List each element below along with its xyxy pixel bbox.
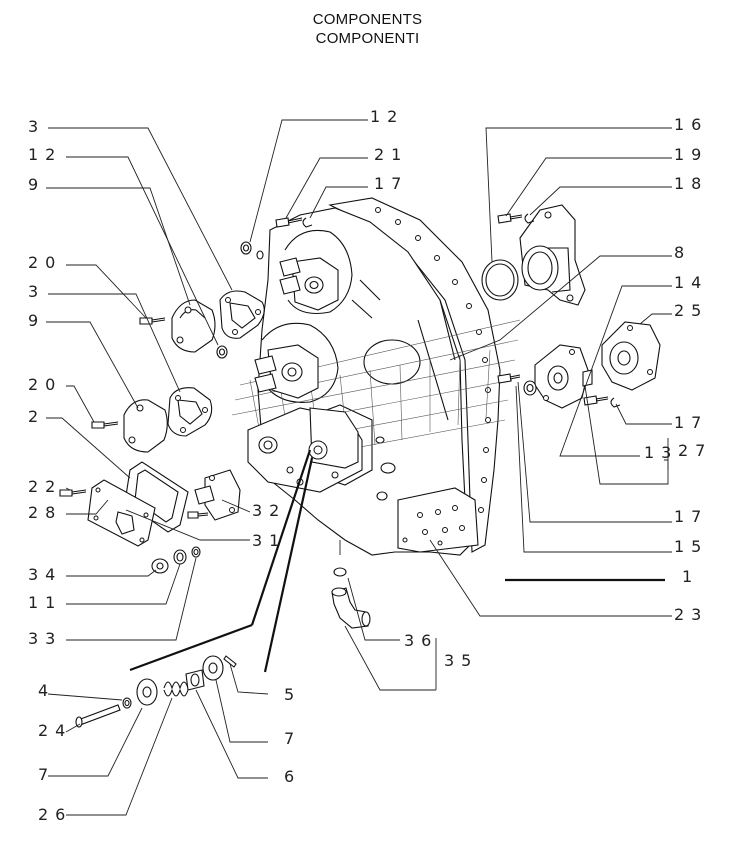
cap-7-right <box>202 655 224 681</box>
cap-7-left <box>136 678 158 706</box>
callout-7-right: 7 <box>284 729 301 748</box>
callout-18: 18 <box>674 174 708 193</box>
flange-bolt-holes <box>375 207 491 513</box>
callout-32: 32 <box>252 501 286 520</box>
clip-17-top <box>302 217 313 228</box>
callout-12-left: 12 <box>28 145 62 164</box>
washer-4 <box>122 697 132 709</box>
callout-7-left: 7 <box>38 765 55 784</box>
domed-cover-upper <box>171 299 216 353</box>
triangular-cover-plate-mid <box>167 387 213 437</box>
callout-9-top: 9 <box>28 175 45 194</box>
screw-17-low <box>497 373 521 384</box>
valve-block <box>247 407 363 493</box>
callout-27: 27 <box>678 441 712 460</box>
callout-35: 35 <box>444 651 478 670</box>
callout-16: 16 <box>674 115 708 134</box>
callout-28: 28 <box>28 503 62 522</box>
callout-36: 36 <box>404 631 438 650</box>
bolt-24 <box>75 704 121 728</box>
callout-17-mid: 17 <box>674 413 708 432</box>
callout-2: 2 <box>28 407 45 426</box>
screw-21 <box>275 217 303 228</box>
pump-body-14 <box>534 344 589 409</box>
screw-upper-left <box>139 317 166 325</box>
callout-23: 23 <box>674 605 708 624</box>
callout-13: 13 <box>644 443 678 462</box>
callout-22: 22 <box>28 477 62 496</box>
callout-4: 4 <box>38 681 55 700</box>
spring-26 <box>163 681 189 697</box>
mid-mounted-pump <box>254 344 319 399</box>
callout-25: 25 <box>674 301 708 320</box>
plug-12-top <box>240 241 264 260</box>
callout-34: 34 <box>28 565 62 584</box>
callout-8: 8 <box>674 243 691 262</box>
callout-20-mid: 20 <box>28 375 62 394</box>
callout-19: 19 <box>674 145 708 164</box>
elbow-fitting-35 <box>331 587 371 629</box>
o-ring-33 <box>191 546 201 558</box>
callout-33: 33 <box>28 629 62 648</box>
callout-12-top: 12 <box>370 107 404 126</box>
washer-11 <box>173 549 187 565</box>
flange-fitting-32 <box>194 469 241 521</box>
callout-3-mid: 3 <box>28 282 45 301</box>
callout-1: 1 <box>682 567 699 586</box>
o-ring-36 <box>333 567 347 577</box>
callout-14: 14 <box>674 273 708 292</box>
spool-6 <box>185 669 205 691</box>
cover-plate-with-boss <box>87 479 156 547</box>
plug-upper-left <box>216 345 228 359</box>
nut-34 <box>151 558 169 574</box>
assembly-line-valve <box>129 449 312 672</box>
callout-numbers: 3 12 9 20 3 9 20 2 22 28 34 11 33 4 24 7… <box>28 107 712 824</box>
o-ring-16 <box>481 259 519 301</box>
screw-22 <box>59 489 87 497</box>
domed-cover-mid <box>123 399 168 453</box>
upper-mounted-pump <box>279 257 339 311</box>
clip-18 <box>524 213 535 224</box>
screw-mid-left <box>91 421 119 429</box>
leader-lines <box>46 119 672 816</box>
callout-20-top: 20 <box>28 253 62 272</box>
screw-19 <box>497 213 523 224</box>
pin-5 <box>223 655 237 668</box>
callout-31: 31 <box>252 531 286 550</box>
diagram-title-it: COMPONENTI <box>315 30 420 47</box>
callout-5: 5 <box>284 685 301 704</box>
triangular-cover-plate-upper <box>219 290 265 339</box>
assembly-line-valve-2 <box>263 457 314 673</box>
callout-26: 26 <box>38 805 72 824</box>
bearing-housing-8 <box>519 204 586 306</box>
clip-17-mid <box>610 397 621 408</box>
callout-15: 15 <box>674 537 708 556</box>
diagram-title-en: COMPONENTS <box>312 11 423 28</box>
seal-15 <box>523 380 537 396</box>
callout-24: 24 <box>38 721 72 740</box>
callout-3-top: 3 <box>28 117 45 136</box>
callout-21: 21 <box>374 145 408 164</box>
callout-11: 11 <box>28 593 62 612</box>
callout-6: 6 <box>284 767 301 786</box>
cover-25 <box>601 321 661 391</box>
screw-32 <box>187 511 209 519</box>
callout-17-low: 17 <box>674 507 708 526</box>
callout-9-mid: 9 <box>28 311 45 330</box>
callout-17-top: 17 <box>374 174 408 193</box>
